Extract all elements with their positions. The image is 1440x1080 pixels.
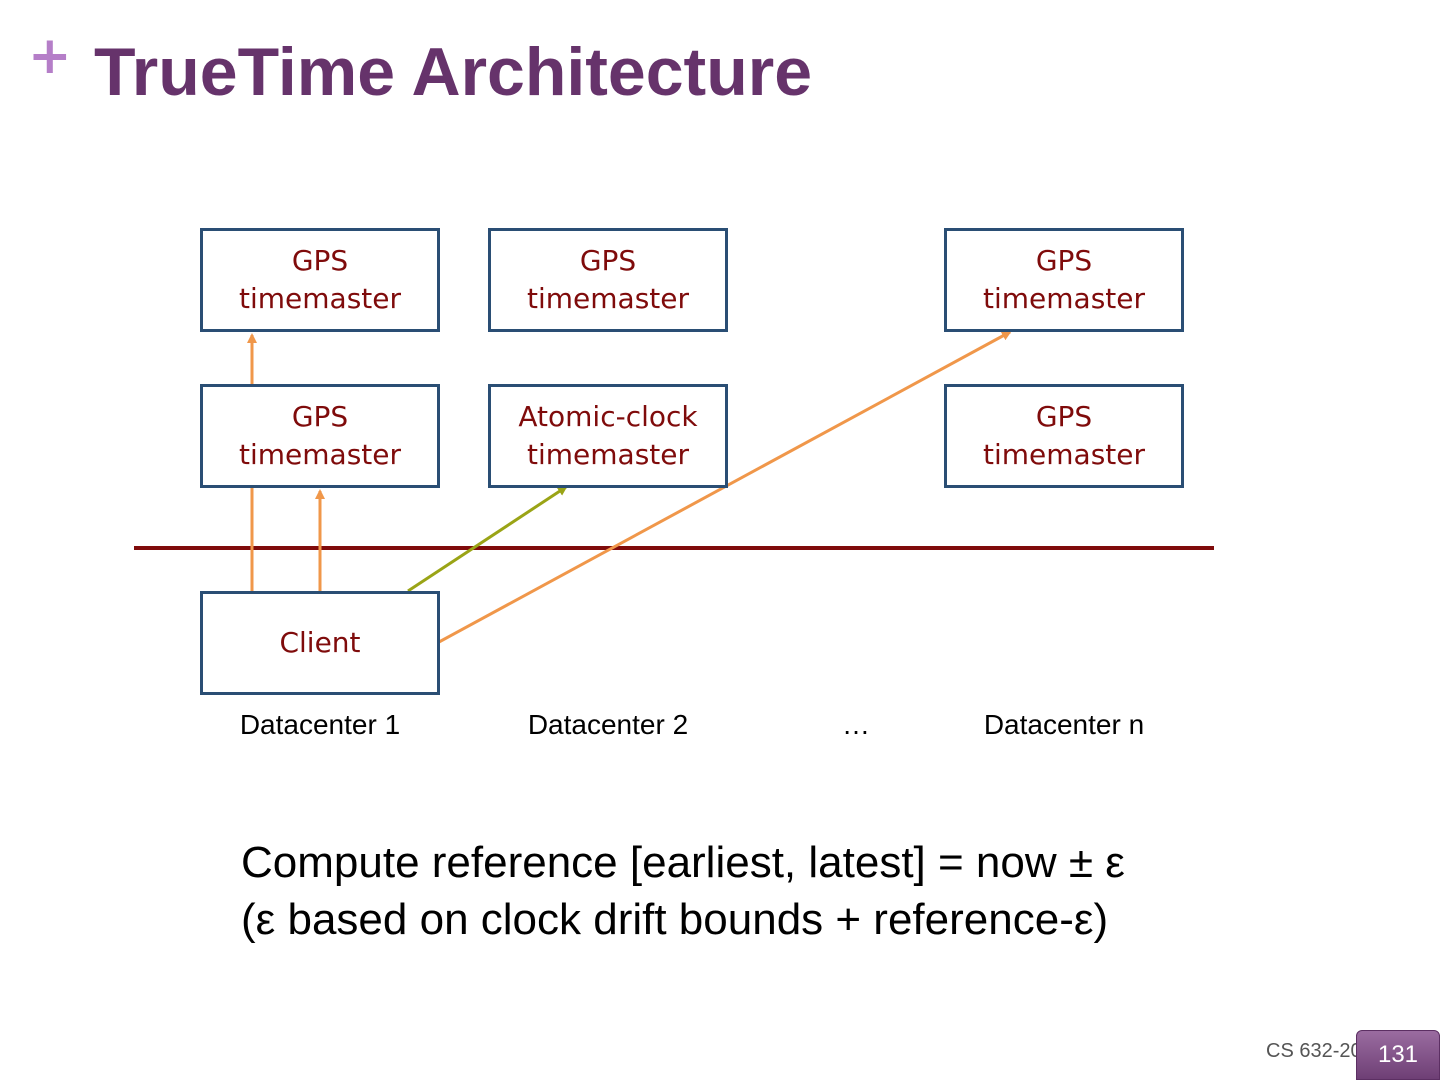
datacenter-label-2: Datacenter 2 xyxy=(527,709,689,740)
caption: Compute reference [earliest, latest] = n… xyxy=(241,834,1125,948)
caption-line-1: Compute reference [earliest, latest] = n… xyxy=(241,838,1125,887)
datacenter-label-n: Datacenter n xyxy=(983,709,1145,740)
page-number-badge: 131 xyxy=(1356,1030,1440,1080)
box-label: GPS timemaster xyxy=(527,244,689,315)
course-footer: CS 632-2013 xyxy=(1266,1040,1384,1062)
box-label: GPS timemaster xyxy=(239,400,401,471)
box-label: GPS timemaster xyxy=(983,400,1145,471)
box-label: Atomic-clock timemaster xyxy=(518,400,698,471)
caption-line-2: (ε based on clock drift bounds + referen… xyxy=(241,895,1109,944)
box-label: GPS timemaster xyxy=(239,244,401,315)
client-box: Client xyxy=(200,591,440,695)
dc1-mid-gps-timemaster: GPS timemaster xyxy=(200,384,440,488)
arrow-client-to-dc2-atomic xyxy=(407,485,568,593)
dc2-top-gps-timemaster: GPS timemaster xyxy=(488,228,728,332)
dc2-mid-atomic-clock-timemaster: Atomic-clock timemaster xyxy=(488,384,728,488)
box-label: GPS timemaster xyxy=(983,244,1145,315)
datacenter-label-1: Datacenter 1 xyxy=(239,709,401,740)
slide-title: TrueTime Architecture xyxy=(94,34,813,110)
datacenter-label-ellipsis: … xyxy=(842,709,870,740)
dc1-top-gps-timemaster: GPS timemaster xyxy=(200,228,440,332)
dcn-mid-gps-timemaster: GPS timemaster xyxy=(944,384,1184,488)
box-label: Client xyxy=(279,626,361,659)
title-bullet: + xyxy=(28,26,72,86)
dcn-top-gps-timemaster: GPS timemaster xyxy=(944,228,1184,332)
